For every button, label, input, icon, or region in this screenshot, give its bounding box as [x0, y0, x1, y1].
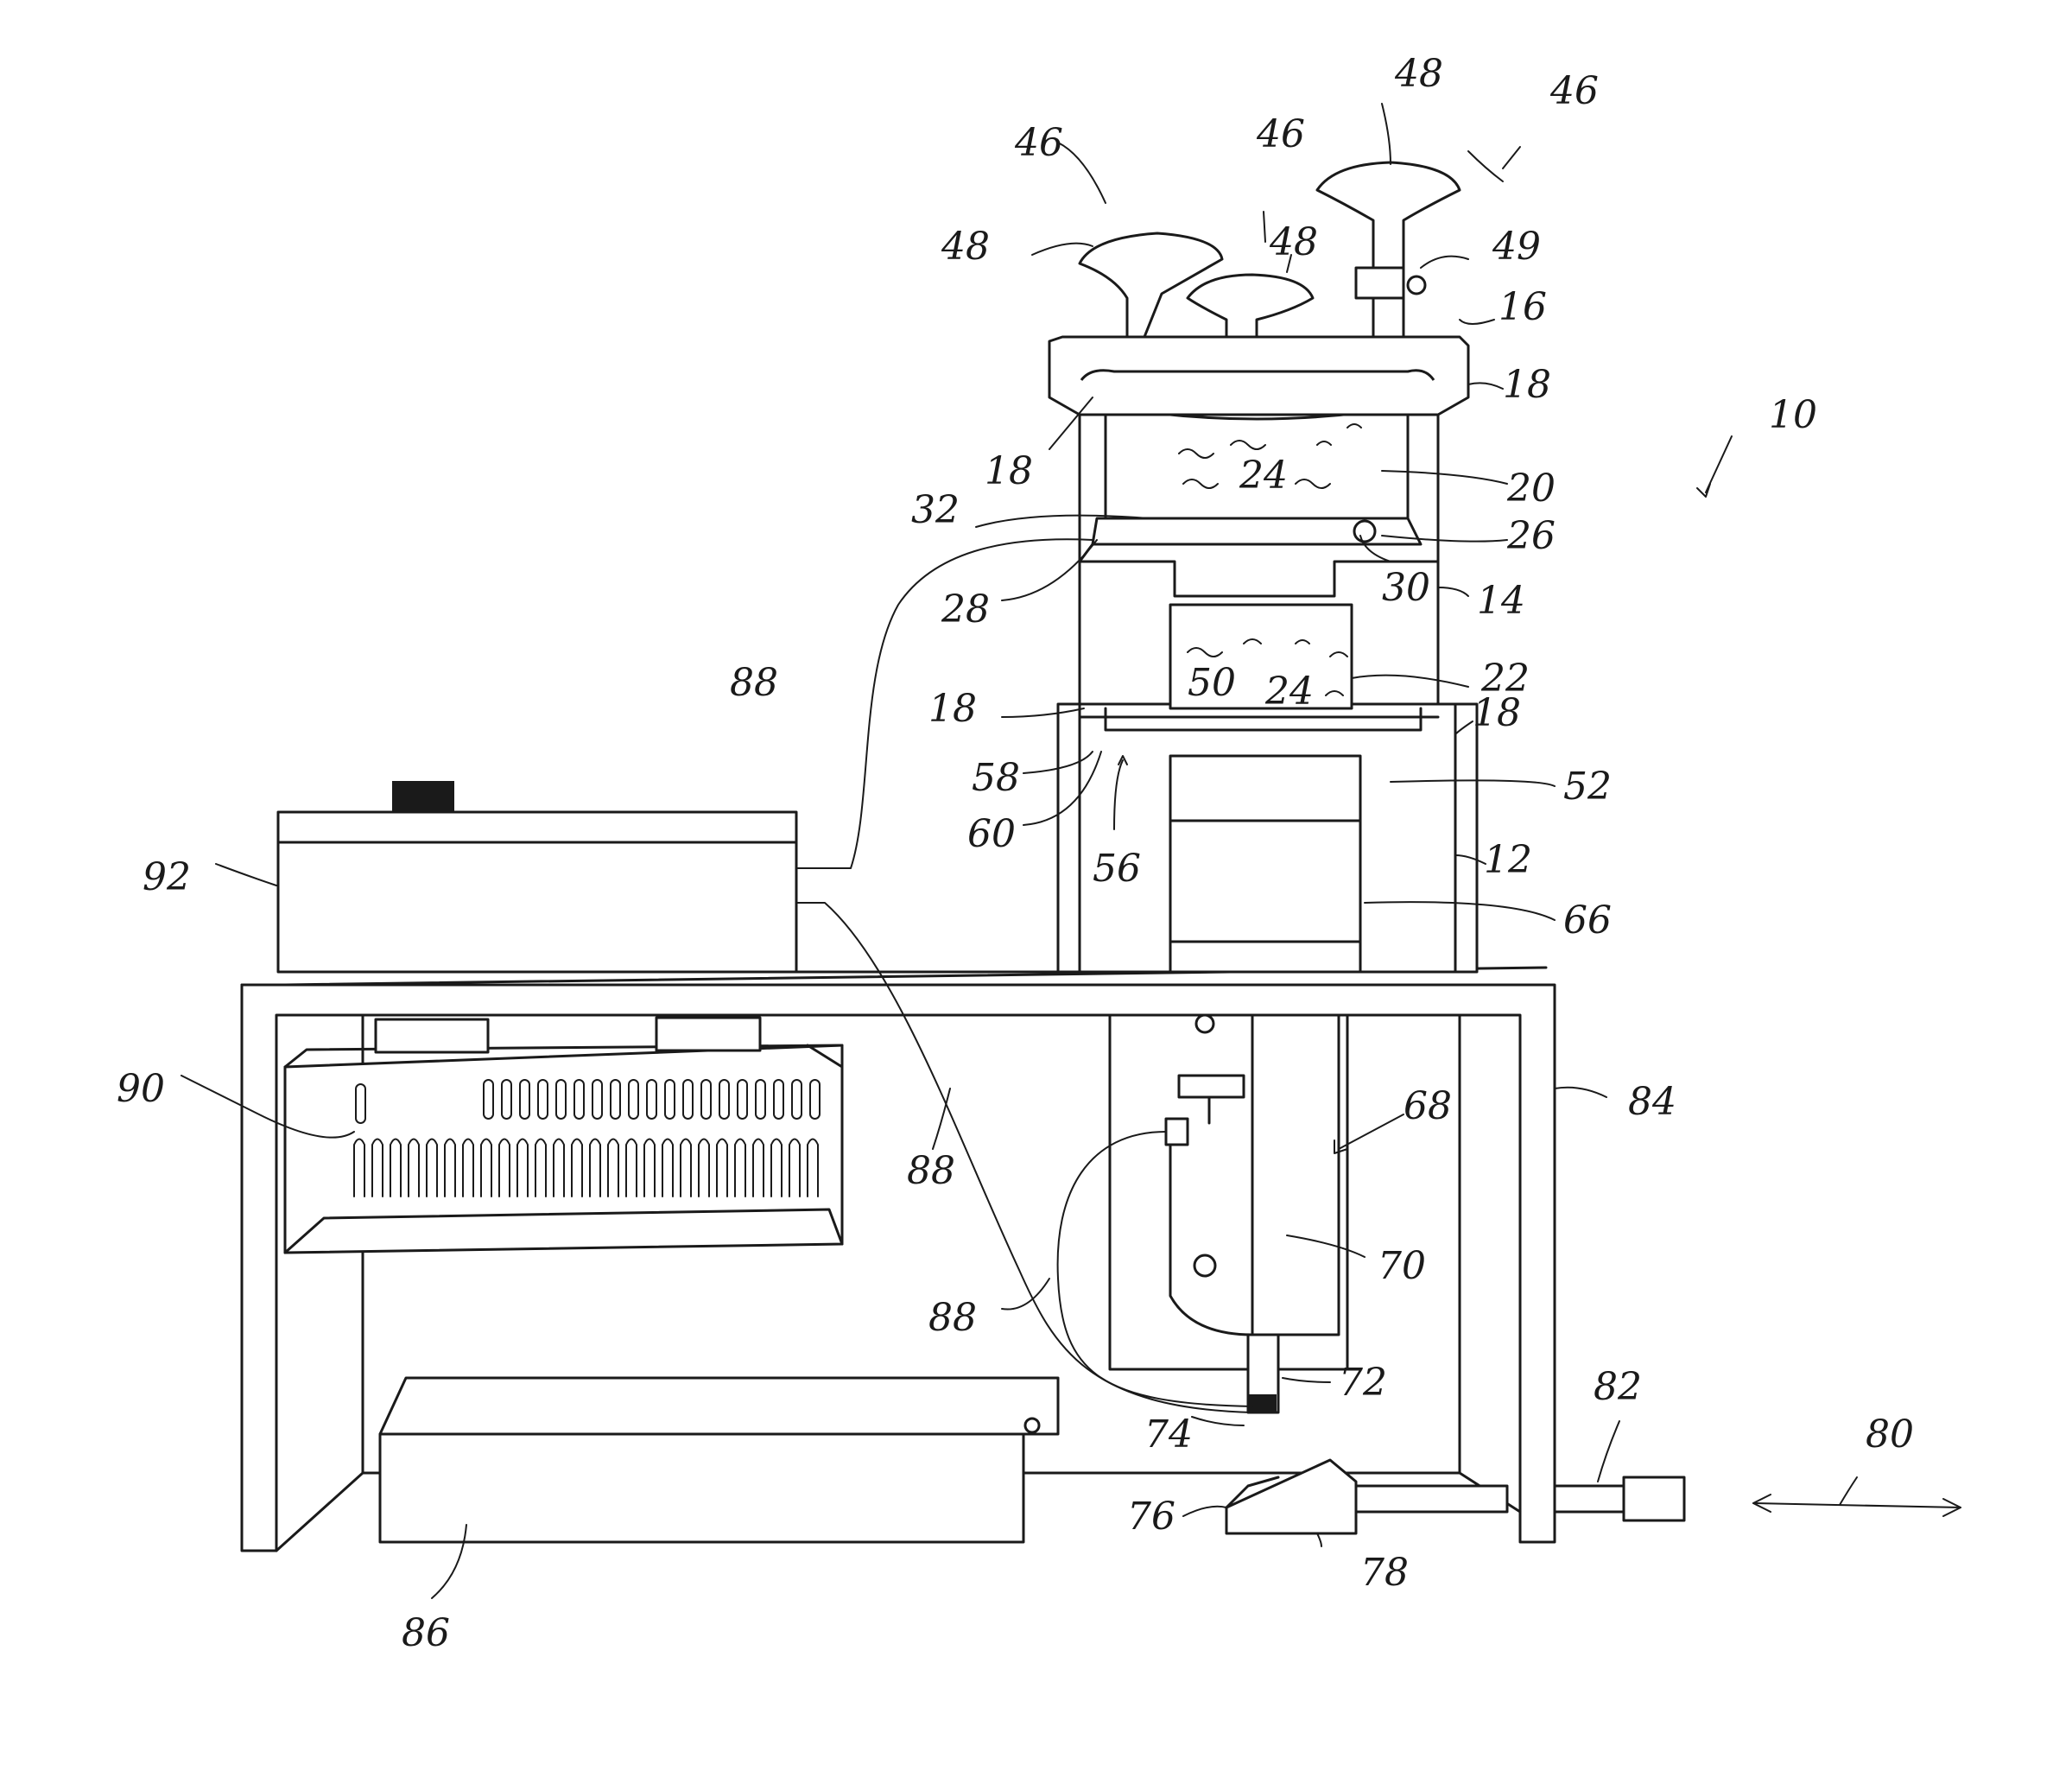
label-ref-20: 20 — [1506, 467, 1556, 511]
label-ref-24a: 24 — [1239, 454, 1288, 498]
label-ref-52: 52 — [1563, 765, 1612, 809]
label-ref-48a: 48 — [941, 225, 990, 269]
label-ref-68: 68 — [1404, 1084, 1452, 1128]
label-ref-86: 86 — [402, 1611, 450, 1655]
label-ref-46a: 46 — [1014, 121, 1063, 165]
machine-body-12 — [1058, 704, 1477, 972]
label-ref-56: 56 — [1093, 847, 1141, 891]
label-ref-72: 72 — [1339, 1361, 1387, 1405]
label-ref-90: 90 — [117, 1067, 165, 1111]
label-ref-50: 50 — [1188, 661, 1236, 705]
label-ref-30: 30 — [1382, 566, 1430, 610]
pedal-78 — [1226, 1460, 1684, 1533]
label-ref-70: 70 — [1378, 1244, 1426, 1288]
label-ref-74: 74 — [1144, 1412, 1193, 1457]
label-ref-92: 92 — [143, 855, 191, 899]
label-ref-12: 12 — [1484, 838, 1532, 882]
label-ref-32: 32 — [911, 488, 960, 532]
label-ref-60: 60 — [967, 812, 1016, 856]
label-ref-24b: 24 — [1264, 670, 1314, 714]
label-ref-49: 49 — [1492, 225, 1541, 269]
housing-92 — [278, 782, 1062, 972]
cylinder-assembly-68 — [1110, 1015, 1347, 1412]
label-ref-84: 84 — [1628, 1080, 1676, 1124]
label-ref-28: 28 — [941, 587, 990, 632]
label-ref-46c: 46 — [1549, 69, 1599, 113]
label-ref-78: 78 — [1360, 1551, 1409, 1595]
knob-middle — [1188, 275, 1313, 337]
drawer-86 — [380, 1378, 1058, 1542]
label-ref-48c: 48 — [1394, 52, 1443, 96]
label-ref-66: 66 — [1563, 898, 1612, 943]
label-ref-58: 58 — [972, 756, 1020, 800]
label-ref-22: 22 — [1480, 657, 1530, 701]
label-ref-82: 82 — [1594, 1365, 1642, 1409]
label-ref-18a: 18 — [985, 449, 1033, 493]
label-ref-26: 26 — [1506, 514, 1556, 558]
label-ref-10: 10 — [1769, 393, 1817, 437]
label-ref-88c: 88 — [928, 1296, 977, 1340]
label-ref-14: 14 — [1477, 579, 1525, 623]
label-ref-48b: 48 — [1269, 220, 1318, 264]
chamber-14 — [1080, 380, 1438, 730]
top-cap-16 — [1049, 337, 1468, 415]
label-ref-88b: 88 — [907, 1149, 955, 1193]
label-ref-46b: 46 — [1256, 112, 1305, 156]
vented-unit-90 — [285, 1018, 842, 1253]
label-ref-18b: 18 — [1503, 363, 1551, 407]
label-ref-76: 76 — [1127, 1495, 1175, 1539]
label-ref-18c: 18 — [928, 687, 977, 731]
label-ref-16: 16 — [1499, 285, 1547, 329]
knob-right — [1317, 162, 1460, 337]
label-ref-88a: 88 — [730, 661, 778, 705]
label-ref-80: 80 — [1866, 1412, 1914, 1457]
